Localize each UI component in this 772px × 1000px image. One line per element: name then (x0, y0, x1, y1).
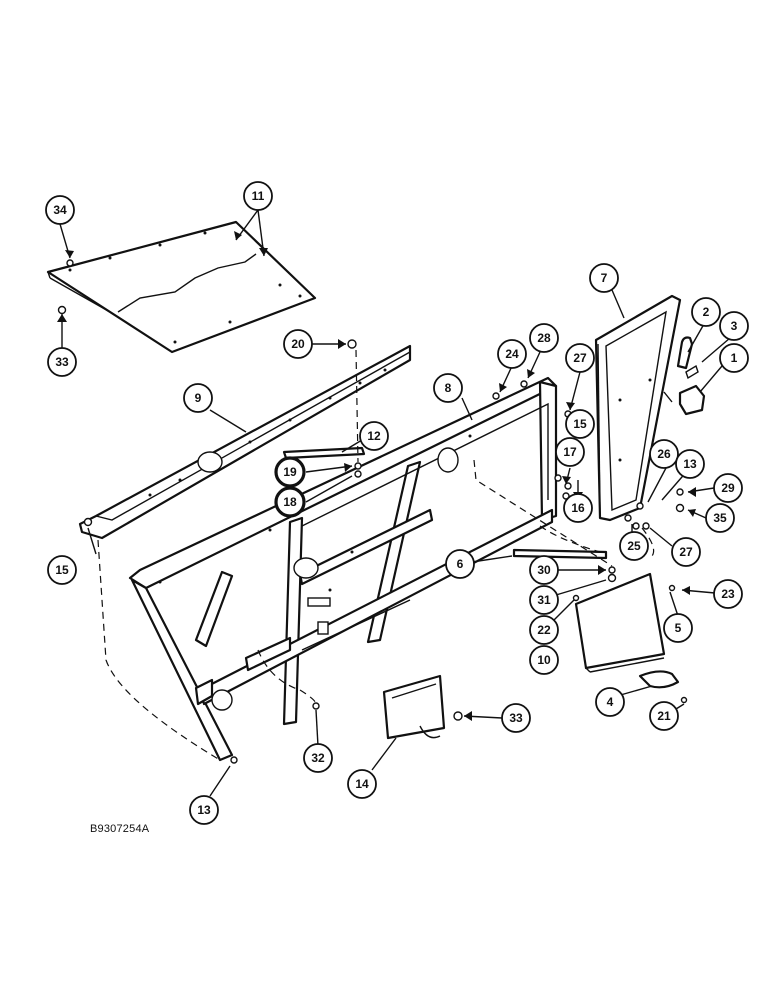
callout-27-bottom: 27 (671, 537, 701, 567)
callout-27-top-label: 27 (573, 351, 587, 365)
callout-7-label: 7 (601, 271, 608, 285)
callout-4: 4 (595, 687, 625, 717)
callout-5-label: 5 (675, 621, 682, 635)
callout-23-label: 23 (721, 587, 735, 601)
callout-11: 11 (243, 181, 273, 211)
callout-31-label: 31 (537, 593, 551, 607)
assembly-lines (97, 349, 655, 761)
callout-6: 6 (445, 549, 475, 579)
callout-33-bottom-label: 33 (509, 711, 523, 725)
callout-13-right: 13 (675, 449, 705, 479)
callout-27-bottom-label: 27 (679, 545, 693, 559)
callout-10: 10 (529, 645, 559, 675)
callout-2-label: 2 (703, 305, 710, 319)
callout-25-label: 25 (627, 539, 641, 553)
callout-24-label: 24 (505, 347, 519, 361)
callout-34: 34 (45, 195, 75, 225)
callout-bubbles: 34 11 33 20 9 8 24 28 27 7 2 3 1 12 19 1… (45, 181, 749, 825)
callout-28: 28 (529, 323, 559, 353)
rear-beam (78, 344, 412, 540)
callout-20: 20 (283, 329, 313, 359)
lower-access-door (574, 572, 680, 689)
callout-13-right-label: 13 (683, 457, 697, 471)
callout-32-label: 32 (311, 751, 325, 765)
callout-3: 3 (719, 311, 749, 341)
callout-13-bottom: 13 (189, 795, 219, 825)
latch-assembly (663, 336, 706, 416)
callout-3-label: 3 (731, 319, 738, 333)
callout-28-label: 28 (537, 331, 551, 345)
callout-12: 12 (359, 421, 389, 451)
callout-15-left: 15 (47, 555, 77, 585)
callout-23: 23 (713, 579, 743, 609)
callout-14: 14 (347, 769, 377, 799)
callout-30-label: 30 (537, 563, 551, 577)
callout-29-label: 29 (721, 481, 735, 495)
callout-11-label: 11 (252, 189, 265, 203)
callout-13-bottom-label: 13 (197, 803, 211, 817)
callout-18-label: 18 (283, 495, 297, 509)
callout-30: 30 (529, 555, 559, 585)
small-access-door (382, 674, 446, 740)
callout-33-bottom: 33 (501, 703, 531, 733)
upright-side-panel (594, 294, 682, 522)
callout-1: 1 (719, 343, 749, 373)
callout-33-top-label: 33 (55, 355, 69, 369)
callout-31: 31 (529, 585, 559, 615)
drawing-reference-code: B9307254A (90, 823, 150, 835)
callout-9-label: 9 (195, 391, 202, 405)
callout-8-label: 8 (445, 381, 452, 395)
callout-34-label: 34 (53, 203, 67, 217)
callout-5: 5 (663, 613, 693, 643)
callout-16: 16 (563, 493, 593, 523)
callout-33-top: 33 (47, 347, 77, 377)
callout-21: 21 (649, 701, 679, 731)
callout-19: 19 (274, 456, 306, 488)
main-side-frame (128, 376, 558, 762)
top-cover-panel (46, 220, 317, 354)
callout-18: 18 (274, 486, 306, 518)
callout-29: 29 (713, 473, 743, 503)
callout-26: 26 (649, 439, 679, 469)
callout-8: 8 (433, 373, 463, 403)
callout-26-label: 26 (657, 447, 671, 461)
callout-10-label: 10 (537, 653, 551, 667)
callout-19-label: 19 (283, 465, 297, 479)
callout-35-label: 35 (713, 511, 727, 525)
callout-17-label: 17 (563, 445, 577, 459)
callout-15-right: 15 (565, 409, 595, 439)
callout-20-label: 20 (291, 337, 305, 351)
callout-22: 22 (529, 615, 559, 645)
callout-22-label: 22 (537, 623, 551, 637)
callout-2: 2 (691, 297, 721, 327)
callout-4-label: 4 (607, 695, 614, 709)
callout-27-top: 27 (565, 343, 595, 373)
callout-21-label: 21 (657, 709, 671, 723)
callout-15-left-label: 15 (55, 563, 69, 577)
callout-32: 32 (303, 743, 333, 773)
callout-35: 35 (705, 503, 735, 533)
callout-6-label: 6 (457, 557, 464, 571)
callout-14-label: 14 (355, 777, 369, 791)
callout-9: 9 (183, 383, 213, 413)
callout-24: 24 (497, 339, 527, 369)
callout-25: 25 (619, 531, 649, 561)
fasteners (57, 259, 688, 764)
callout-12-label: 12 (367, 429, 381, 443)
callout-17: 17 (555, 437, 585, 467)
callout-15-right-label: 15 (573, 417, 587, 431)
callout-16-label: 16 (571, 501, 585, 515)
callout-7: 7 (589, 263, 619, 293)
callout-1-label: 1 (731, 351, 738, 365)
